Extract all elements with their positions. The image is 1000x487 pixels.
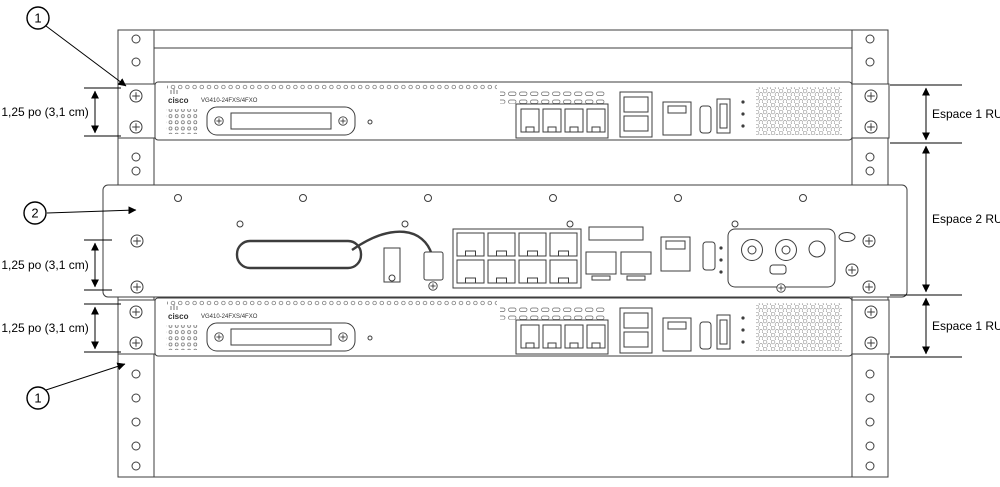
voice-gateway-bottom [118, 298, 889, 356]
ground-screw [845, 263, 859, 277]
voice-gateway-top [118, 82, 889, 140]
label-plate [588, 226, 644, 241]
antenna-module [727, 228, 836, 293]
reset-button [838, 232, 856, 242]
ru-space-middle: Espace 2 RU [890, 145, 1000, 296]
callout-1-top-arrow [45, 25, 127, 87]
callout-1-top: 1 [26, 6, 127, 87]
callout-2-arrow [46, 206, 137, 215]
led-c [719, 270, 723, 274]
annotations: 1 2 1 1,25 po (3,1 cm) 1,25 po (3,1 cm [1, 6, 1000, 410]
callout-2-number: 2 [31, 206, 38, 221]
callout-1-bottom: 1 [26, 362, 126, 410]
callout-1-top-number: 1 [34, 11, 41, 26]
cable [351, 230, 434, 256]
dimension-bottom: 1,25 po (3,1 cm) [1, 303, 121, 353]
rack-top-member [153, 29, 853, 49]
led-a [719, 246, 723, 250]
callout-1-bottom-arrow [45, 362, 126, 391]
dimension-label-top: 1,25 po (3,1 cm) [1, 105, 88, 119]
ru-space-label-top: Espace 1 RU [932, 107, 1000, 121]
cable-connector [383, 247, 444, 291]
callout-1-bottom-number: 1 [34, 391, 41, 406]
sfp-ports [585, 251, 652, 281]
ru-space-top: Espace 1 RU [890, 84, 1000, 144]
right-rail-holes [865, 34, 875, 471]
callout-2: 2 [23, 201, 137, 225]
dimension-top: 1,25 po (3,1 cm) [1, 87, 121, 137]
faceplate-screw-holes [174, 194, 807, 228]
led-b [719, 258, 723, 262]
ru-space-label-middle: Espace 2 RU [932, 212, 1000, 226]
ru-space-label-bottom: Espace 1 RU [932, 319, 1000, 333]
ethernet-port-block-8 [452, 228, 582, 289]
dimension-label-bottom: 1,25 po (3,1 cm) [1, 321, 88, 335]
ru-space-bottom: Espace 1 RU [890, 297, 1000, 358]
router-2ru [102, 184, 908, 298]
dimension-label-middle: 1,25 po (3,1 cm) [1, 258, 88, 272]
pull-handle [235, 239, 363, 270]
left-rail-holes [131, 34, 141, 471]
console-port-2ru [702, 241, 716, 271]
dimension-middle: 1,25 po (3,1 cm) [1, 239, 112, 291]
management-ethernet-port [660, 236, 691, 272]
